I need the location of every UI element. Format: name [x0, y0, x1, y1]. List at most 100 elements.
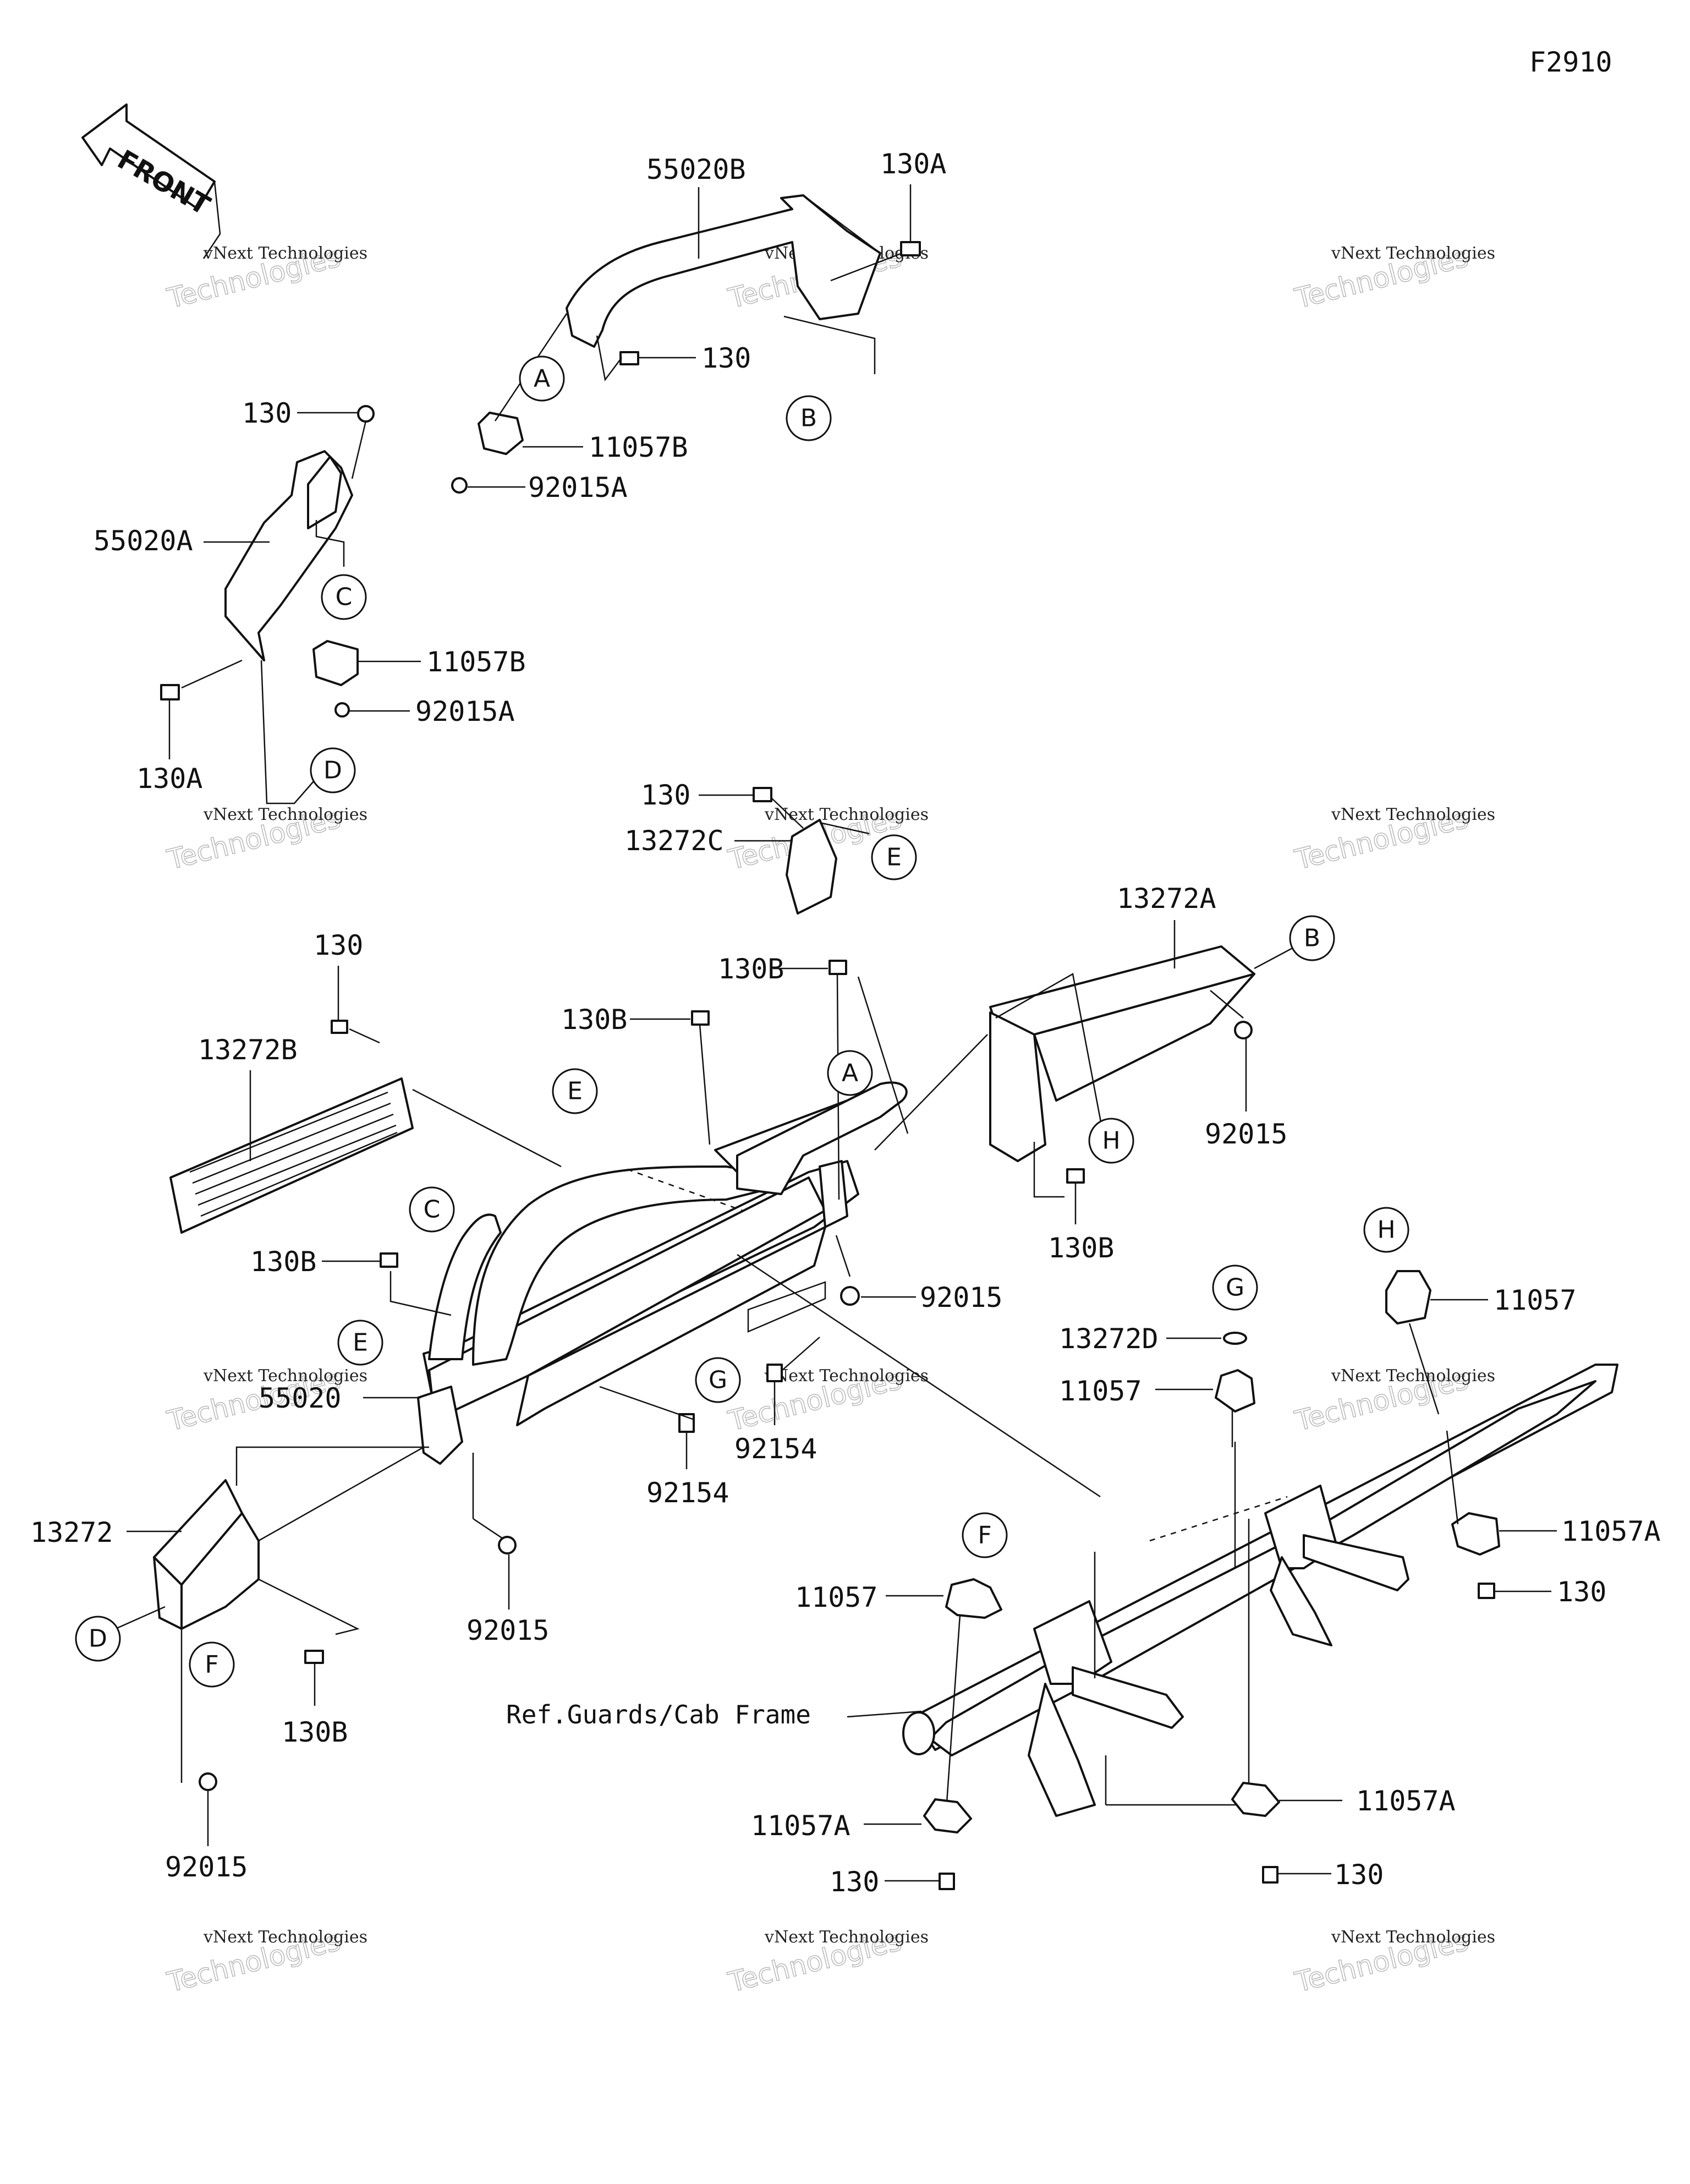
svg-text:vNext Technologies: vNext Technologies — [764, 1366, 929, 1386]
svg-text:vNext Technologies: vNext Technologies — [1331, 1928, 1495, 1947]
reference-note: Ref.Guards/Cab Frame — [506, 1700, 811, 1729]
label-130B-right: 130B — [1048, 1232, 1114, 1264]
label-11057B-top: 11057B — [589, 431, 688, 463]
nut-icon — [451, 477, 468, 494]
label-92015-center: 92015 — [920, 1282, 1003, 1313]
label-92015-right: 92015 — [1205, 1118, 1288, 1150]
svg-text:vNext Technologies: vNext Technologies — [203, 1928, 367, 1947]
callout-F: F — [962, 1512, 1008, 1558]
svg-text:F: F — [978, 1521, 991, 1550]
label-13272C: 13272C — [624, 825, 724, 857]
bolt-icon — [766, 1364, 783, 1382]
bolt-icon — [1262, 1866, 1279, 1884]
callout-C: C — [409, 1186, 455, 1233]
bolt-icon — [753, 787, 772, 802]
label-92015-bottom: 92015 — [165, 1851, 248, 1883]
nut-icon — [199, 1772, 217, 1791]
svg-text:vNext Technologies: vNext Technologies — [203, 805, 367, 824]
svg-text:H: H — [1102, 1127, 1120, 1155]
label-55020: 55020 — [259, 1382, 342, 1414]
figure-code: F2910 — [1529, 46, 1612, 78]
svg-text:vNext Technologies: vNext Technologies — [203, 244, 367, 263]
label-130-bl: 130 — [830, 1866, 879, 1898]
svg-text:B: B — [1304, 924, 1320, 953]
guard-13272 — [153, 1479, 260, 1630]
label-11057-f: 11057 — [795, 1581, 878, 1613]
plate-13272c — [786, 819, 837, 915]
label-92015-low: 92015 — [467, 1614, 550, 1646]
label-92015A-top: 92015A — [528, 472, 628, 503]
label-13272A: 13272A — [1117, 883, 1216, 915]
label-130B-2: 130B — [561, 1004, 627, 1036]
svg-text:B: B — [800, 404, 817, 433]
bolt-icon — [828, 960, 847, 975]
callout-B: B — [786, 395, 832, 441]
svg-text:E: E — [567, 1077, 583, 1105]
label-130-left: 130 — [242, 397, 292, 429]
svg-text:E: E — [353, 1329, 368, 1357]
label-13272D: 13272D — [1059, 1323, 1159, 1355]
front-arrow-icon: FRONT — [81, 103, 221, 259]
front-bumper-main — [417, 1081, 908, 1465]
bolt-icon — [380, 1252, 398, 1268]
svg-text:vNext Technologies: vNext Technologies — [764, 1928, 929, 1947]
nut-icon — [334, 702, 350, 718]
label-130-right: 130 — [1557, 1576, 1606, 1608]
label-130-top: 130 — [701, 342, 751, 374]
bolt-icon — [160, 684, 180, 700]
svg-text:D: D — [323, 757, 342, 785]
callout-C: C — [321, 574, 367, 620]
svg-text:C: C — [336, 583, 353, 611]
label-11057-g: 11057 — [1059, 1375, 1142, 1407]
svg-text:G: G — [1226, 1274, 1244, 1302]
label-130A-left: 130A — [136, 763, 202, 795]
grille-13272b — [169, 1077, 414, 1234]
callout-E: E — [337, 1320, 383, 1366]
bolt-icon — [331, 1020, 348, 1034]
callout-D: D — [75, 1616, 121, 1662]
svg-text:vNext Technologies: vNext Technologies — [1331, 805, 1495, 824]
svg-text:F: F — [205, 1651, 218, 1679]
bracket-11057-f — [945, 1578, 1002, 1619]
bracket-11057a-right — [1451, 1512, 1500, 1556]
svg-text:A: A — [534, 365, 550, 393]
svg-text:G: G — [709, 1366, 727, 1394]
label-11057B-left: 11057B — [426, 646, 526, 678]
svg-text:vNext Technologies: vNext Technologies — [764, 805, 929, 824]
svg-text:H: H — [1377, 1216, 1395, 1244]
svg-text:A: A — [842, 1059, 858, 1087]
bracket-11057a-br — [1231, 1782, 1280, 1817]
svg-text:D: D — [89, 1625, 107, 1653]
nut-icon — [840, 1286, 860, 1306]
callout-A: A — [827, 1050, 873, 1096]
callout-E: E — [552, 1068, 598, 1114]
callout-A: A — [519, 355, 565, 402]
label-55020B: 55020B — [646, 154, 746, 185]
label-92015A-left: 92015A — [415, 696, 515, 727]
label-13272B: 13272B — [198, 1034, 298, 1066]
svg-text:E: E — [886, 844, 902, 872]
bolt-icon — [357, 405, 375, 423]
label-11057-h: 11057 — [1494, 1284, 1577, 1316]
bolt-icon — [1478, 1583, 1495, 1599]
label-130A-top: 130A — [880, 148, 946, 180]
label-130-mid: 130 — [641, 779, 690, 811]
bolt-icon — [939, 1873, 955, 1890]
callout-H: H — [1088, 1118, 1134, 1164]
bolt-icon — [900, 241, 921, 256]
label-130B-left: 130B — [250, 1246, 316, 1278]
bracket-11057-h — [1385, 1270, 1431, 1324]
svg-text:vNext Technologies: vNext Technologies — [1331, 1366, 1495, 1386]
svg-text:C: C — [424, 1196, 441, 1224]
nut-icon — [498, 1536, 517, 1554]
svg-text:vNext Technologies: vNext Technologies — [203, 1366, 367, 1386]
label-55020A: 55020A — [94, 525, 193, 557]
washer-icon — [1223, 1332, 1247, 1345]
callout-G: G — [1212, 1265, 1258, 1311]
bolt-icon — [304, 1650, 324, 1664]
label-92154-2: 92154 — [646, 1477, 729, 1509]
callout-E: E — [871, 834, 917, 880]
label-130-grille: 130 — [314, 929, 363, 961]
label-130-br: 130 — [1334, 1859, 1384, 1891]
